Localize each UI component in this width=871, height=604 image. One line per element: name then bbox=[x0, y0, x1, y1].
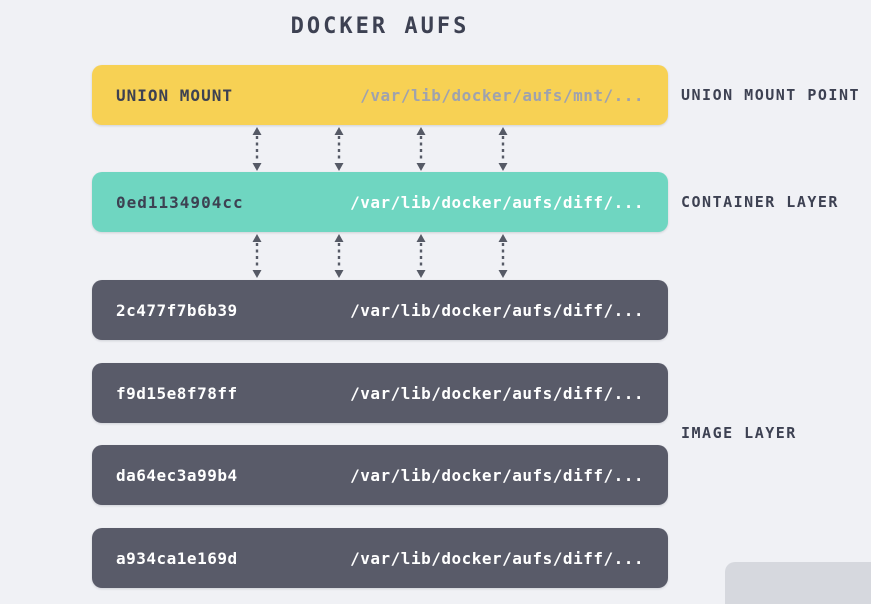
dashed-double-arrow-icon bbox=[334, 234, 344, 278]
dashed-double-arrow-icon bbox=[498, 234, 508, 278]
image-layer-box: f9d15e8f78ff /var/lib/docker/aufs/diff/.… bbox=[92, 363, 668, 423]
dashed-double-arrow-icon bbox=[252, 127, 262, 171]
image-layer-id: f9d15e8f78ff bbox=[116, 383, 238, 403]
arrow-group-container-image bbox=[92, 234, 668, 278]
dashed-double-arrow-icon bbox=[416, 234, 426, 278]
image-layer-path: /var/lib/docker/aufs/diff/... bbox=[350, 465, 644, 485]
image-layer-path: /var/lib/docker/aufs/diff/... bbox=[350, 300, 644, 320]
image-layer-path: /var/lib/docker/aufs/diff/... bbox=[350, 548, 644, 568]
dashed-double-arrow-icon bbox=[252, 234, 262, 278]
image-layer-annotation: IMAGE LAYER bbox=[681, 424, 797, 442]
diagram-title: DOCKER AUFS bbox=[290, 14, 470, 39]
corner-overlay-badge bbox=[725, 562, 871, 604]
image-layer-id: a934ca1e169d bbox=[116, 548, 238, 568]
image-layer-id: 2c477f7b6b39 bbox=[116, 300, 238, 320]
union-mount-path: /var/lib/docker/aufs/mnt/... bbox=[360, 85, 644, 105]
dashed-double-arrow-icon bbox=[334, 127, 344, 171]
union-mount-box: UNION MOUNT /var/lib/docker/aufs/mnt/... bbox=[92, 65, 668, 125]
container-layer-id: 0ed1134904cc bbox=[116, 192, 244, 212]
container-layer-box: 0ed1134904cc /var/lib/docker/aufs/diff/.… bbox=[92, 172, 668, 232]
image-layer-box: da64ec3a99b4 /var/lib/docker/aufs/diff/.… bbox=[92, 445, 668, 505]
image-layer-path: /var/lib/docker/aufs/diff/... bbox=[350, 383, 644, 403]
dashed-double-arrow-icon bbox=[416, 127, 426, 171]
image-layer-id: da64ec3a99b4 bbox=[116, 465, 238, 485]
container-layer-path: /var/lib/docker/aufs/diff/... bbox=[350, 192, 644, 212]
image-layer-box: a934ca1e169d /var/lib/docker/aufs/diff/.… bbox=[92, 528, 668, 588]
dashed-double-arrow-icon bbox=[498, 127, 508, 171]
union-mount-annotation: UNION MOUNT POINT bbox=[681, 86, 861, 104]
container-layer-annotation: CONTAINER LAYER bbox=[681, 193, 839, 211]
arrow-group-union-container bbox=[92, 127, 668, 171]
image-layer-box: 2c477f7b6b39 /var/lib/docker/aufs/diff/.… bbox=[92, 280, 668, 340]
union-mount-label: UNION MOUNT bbox=[116, 85, 233, 105]
